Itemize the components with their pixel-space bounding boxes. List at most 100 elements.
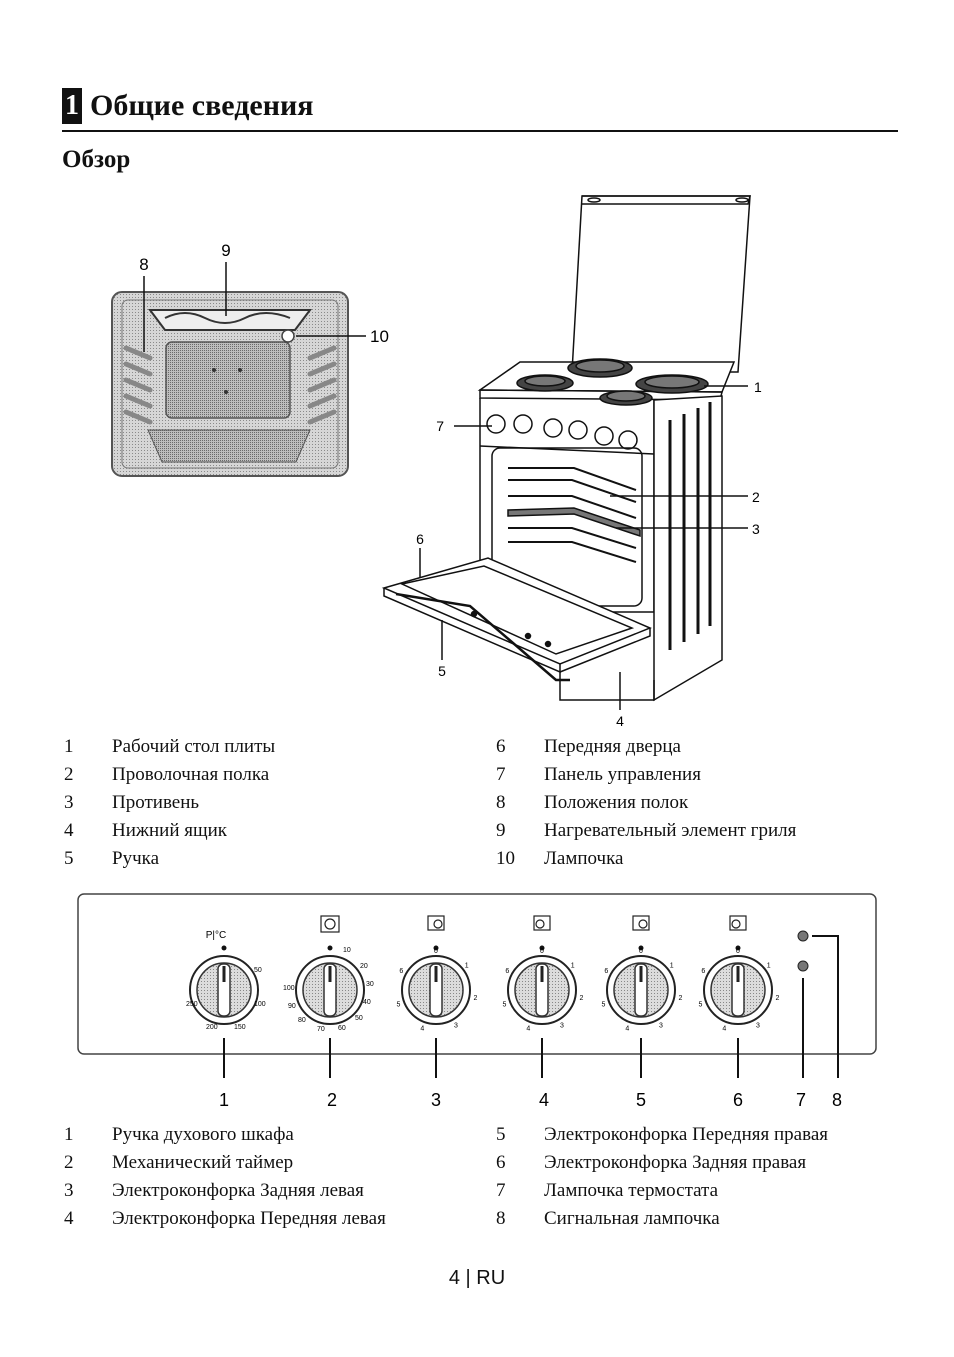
timer-scale-20: 20 — [360, 963, 368, 970]
timer-scale-40: 40 — [363, 999, 371, 1006]
callout-6: 6 — [416, 531, 424, 547]
hob-scale-label: 5 — [698, 1002, 702, 1009]
legend-num: 6 — [496, 736, 506, 757]
hob-scale-label: 1 — [465, 962, 469, 969]
hob-scale-label: 4 — [722, 1026, 726, 1033]
hob-knob-rear-right[interactable] — [703, 945, 773, 1025]
timer-knob[interactable] — [295, 945, 365, 1025]
legend-num: 2 — [64, 1152, 74, 1173]
legend-text: Противень — [112, 792, 200, 813]
section-number: 1 — [62, 88, 82, 124]
subtitle: Обзор — [62, 146, 131, 173]
hob-scale-label: 0 — [434, 948, 438, 955]
timer-scale-60: 60 — [338, 1025, 346, 1032]
legend-num: 9 — [496, 820, 506, 841]
oven-knob[interactable] — [189, 945, 259, 1025]
hob-knob-front-right[interactable] — [606, 945, 676, 1025]
callout-8: 8 — [139, 255, 148, 274]
page-footer: 4 | RU — [448, 1267, 506, 1289]
oven-scale-50: 50 — [254, 967, 262, 974]
legend-num: 6 — [496, 1152, 506, 1173]
hob-scale-label: 2 — [473, 995, 477, 1002]
hob-scale-label: 2 — [678, 995, 682, 1002]
callout-6: 6 — [733, 1090, 743, 1110]
callout-2: 2 — [327, 1090, 337, 1110]
hotplate-position-icon — [729, 915, 747, 931]
legend-num: 5 — [64, 848, 74, 869]
legend-num: 8 — [496, 792, 506, 813]
oven-scale-200: 200 — [206, 1024, 218, 1031]
hob-scale-label: 4 — [625, 1026, 629, 1033]
legend-num: 7 — [496, 1180, 506, 1201]
hob-scale-label: 4 — [526, 1026, 530, 1033]
hob-scale-label: 0 — [540, 948, 544, 955]
legend-num: 5 — [496, 1124, 506, 1145]
legend-num: 10 — [496, 848, 515, 869]
callout-8: 8 — [832, 1090, 842, 1110]
hob-scale-label: 6 — [505, 968, 509, 975]
legend-text: Нагревательный элемент гриля — [544, 820, 797, 841]
hob-knob-rear-left[interactable] — [401, 945, 471, 1025]
oven-knob-label: P|°C — [206, 930, 227, 941]
callout-2: 2 — [752, 489, 760, 505]
timer-scale-70: 70 — [317, 1026, 325, 1033]
timer-scale-100: 100 — [283, 985, 295, 992]
legend-text: Электроконфорка Передняя левая — [112, 1208, 386, 1229]
timer-scale-10: 10 — [343, 947, 351, 954]
oven-scale-150: 150 — [234, 1024, 246, 1031]
callout-7: 7 — [796, 1090, 806, 1110]
callout-1: 1 — [754, 379, 762, 395]
legend-text: Сигнальная лампочка — [544, 1208, 720, 1229]
hob-scale-label: 1 — [767, 962, 771, 969]
timer-scale-30: 30 — [366, 981, 374, 988]
hob-scale-label: 3 — [454, 1023, 458, 1030]
legend-num: 7 — [496, 764, 506, 785]
stove-overview-figure: 8 9 10 — [111, 195, 762, 729]
hob-scale-label: 5 — [601, 1002, 605, 1009]
callout-9: 9 — [221, 241, 230, 260]
callout-4: 4 — [616, 713, 624, 729]
legend-num: 1 — [64, 736, 74, 757]
legend-text: Лампочка — [544, 848, 624, 869]
legend-num: 1 — [64, 1124, 74, 1145]
oven-interior-illustration — [111, 262, 366, 477]
legend-text: Электроконфорка Задняя левая — [112, 1180, 364, 1201]
callout-5: 5 — [438, 663, 446, 679]
hotplate-position-icon — [533, 915, 551, 931]
callout-1: 1 — [219, 1090, 229, 1110]
section-header: 1 Общие сведения — [62, 86, 898, 132]
timer-scale-80: 80 — [298, 1017, 306, 1024]
callout-10: 10 — [370, 327, 389, 346]
legend-text: Передняя дверца — [544, 736, 681, 757]
legend-num: 3 — [64, 1180, 74, 1201]
legend-text: Электроконфорка Передняя правая — [544, 1124, 828, 1145]
hotplate-position-icon — [427, 915, 445, 931]
hob-scale-label: 2 — [579, 995, 583, 1002]
hob-scale-label: 0 — [639, 948, 643, 955]
timer-scale-50: 50 — [355, 1015, 363, 1022]
oven-scale-100: 100 — [254, 1001, 266, 1008]
legend-text: Механический таймер — [112, 1152, 294, 1173]
legend-text: Ручка — [112, 848, 159, 869]
stove-illustration — [381, 195, 751, 702]
callout-4: 4 — [539, 1090, 549, 1110]
legend-text: Лампочка термостата — [544, 1180, 719, 1201]
legend-text: Ручка духового шкафа — [112, 1124, 294, 1145]
hob-scale-label: 3 — [659, 1023, 663, 1030]
hob-scale-label: 3 — [756, 1023, 760, 1030]
timer-scale-90: 90 — [288, 1003, 296, 1010]
hob-scale-label: 5 — [396, 1002, 400, 1009]
callout-3: 3 — [752, 521, 760, 537]
timer-icon — [320, 915, 340, 933]
legend-text: Проволочная полка — [112, 764, 270, 785]
callout-5: 5 — [636, 1090, 646, 1110]
legend-text: Электроконфорка Задняя правая — [544, 1152, 807, 1173]
hob-scale-label: 6 — [701, 968, 705, 975]
thermostat-lamp — [797, 960, 809, 972]
legend-num: 8 — [496, 1208, 506, 1229]
hob-scale-label: 5 — [502, 1002, 506, 1009]
hob-knob-front-left[interactable] — [507, 945, 577, 1025]
oven-scale-250: 250 — [186, 1001, 198, 1008]
